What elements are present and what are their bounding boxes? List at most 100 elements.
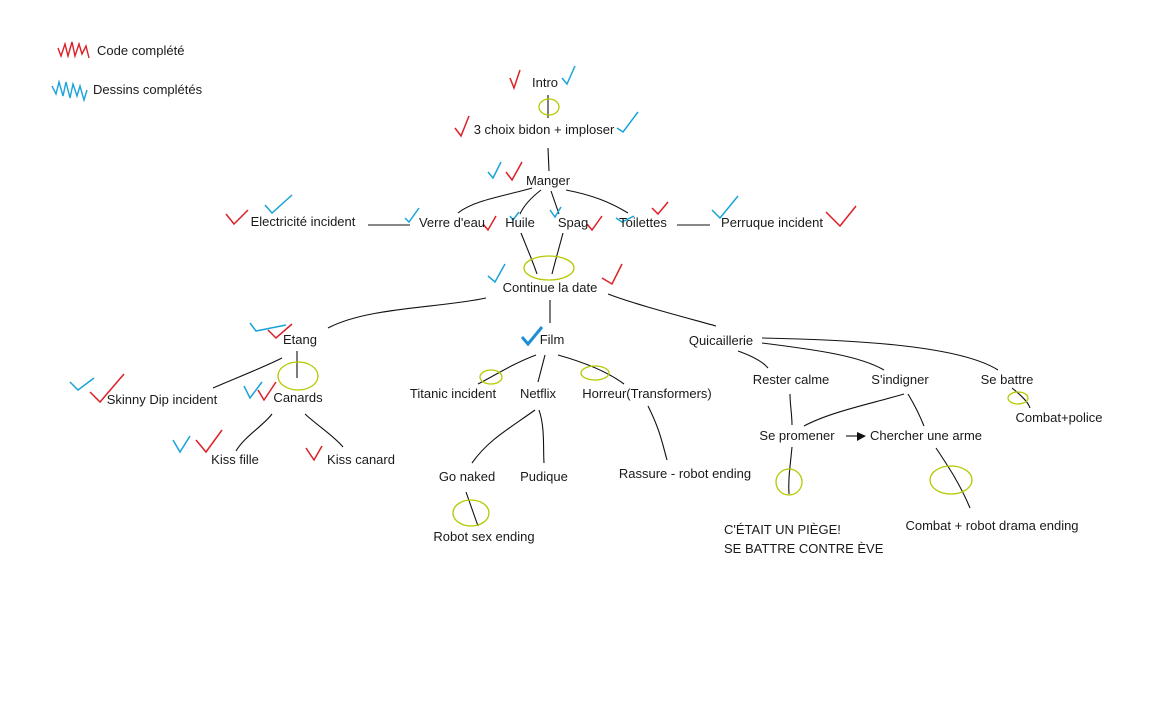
draw-check-etang [249, 322, 287, 332]
edge-indigner-promener [803, 393, 905, 427]
edge-quincaillerie-battre [761, 337, 999, 371]
node-choix: 3 choix bidon + imploser [473, 122, 615, 137]
edge-film-horreur [557, 354, 625, 385]
node-toilettes: Toilettes [619, 215, 667, 230]
code-check-perruque [825, 205, 857, 228]
node-electricite: Electricité incident [250, 214, 356, 229]
circle-continue [523, 255, 575, 281]
node-piege-line2: SE BATTRE CONTRE ÈVE [724, 541, 884, 556]
node-kiss-canard: Kiss canard [327, 452, 395, 467]
edge-film-netflix [537, 354, 546, 383]
edge-horreur-rassure [647, 405, 668, 461]
code-check-toilettes [651, 201, 669, 216]
node-kiss-fille: Kiss fille [211, 452, 259, 467]
edge-promener-piege [788, 446, 793, 495]
code-check-canards [257, 381, 277, 402]
edge-manger-verre [457, 187, 533, 214]
edge-huile-continue [520, 232, 538, 275]
draw-check-huile [509, 211, 520, 222]
node-netflix: Netflix [519, 386, 557, 401]
code-check-electricite [225, 209, 249, 226]
code-check-verre [482, 215, 497, 232]
node-chercher: Chercher une arme [870, 428, 982, 443]
code-check-kissfille [195, 429, 223, 454]
draw-check-intro [561, 65, 576, 86]
edge-choix-manger [547, 147, 550, 172]
draw-check-canards [243, 381, 263, 400]
node-combat-robot: Combat + robot drama ending [905, 518, 1079, 533]
node-se-battre: Se battre [980, 372, 1034, 387]
film-check-icon [520, 326, 544, 347]
draw-check-manger [487, 161, 502, 180]
circle-chercher [929, 465, 973, 495]
code-check-etang [267, 323, 293, 340]
legend-red-scribble [57, 41, 90, 59]
draw-check-perruque [711, 195, 739, 220]
circle-gonaked [452, 499, 490, 527]
node-film: Film [539, 332, 565, 347]
code-check-intro [509, 69, 521, 91]
node-promener: Se promener [759, 428, 835, 443]
code-check-continue [601, 263, 623, 286]
edge-netflix-pudique [538, 409, 545, 464]
node-piege-line1: C'ÉTAIT UN PIÈGE! [724, 522, 841, 537]
edge-etang-skinny [212, 357, 283, 389]
draw-check-electricite [264, 194, 293, 215]
code-check-kisscanard [305, 445, 323, 462]
edge-continue-quincaillerie [607, 293, 717, 327]
node-huile: Huile [505, 215, 535, 230]
node-horreur: Horreur(Transformers) [582, 386, 712, 401]
edge-rester-promener [789, 393, 793, 426]
node-manger: Manger [525, 173, 571, 188]
legend-drawings-label: Dessins complétés [93, 82, 203, 97]
circle-titanic [479, 369, 503, 385]
edge-indigner-chercher [907, 393, 925, 427]
edge-manger-toilettes [565, 189, 629, 214]
node-robot-sex: Robot sex ending [433, 529, 535, 544]
edge-canards-kisscanard [304, 413, 344, 448]
node-rester: Rester calme [752, 372, 830, 387]
edge-manger-huile [519, 189, 542, 215]
node-verre: Verre d'eau [418, 215, 486, 230]
code-check-skinny [89, 373, 125, 404]
node-sindigner: S'indigner [871, 372, 929, 387]
edge-canards-kissfille [235, 413, 273, 452]
node-continue: Continue la date [502, 280, 598, 295]
code-check-spag [586, 215, 603, 232]
edge-quincaillerie-indigner [761, 342, 885, 371]
node-canards: Canards [273, 390, 323, 405]
node-skinny: Skinny Dip incident [106, 392, 218, 407]
edge-spag-continue [551, 232, 564, 275]
circle-promener [775, 468, 803, 496]
draw-check-spag [549, 206, 562, 219]
node-etang: Etang [283, 332, 317, 347]
edge-manger-spag [550, 190, 560, 215]
node-perruque: Perruque incident [721, 215, 823, 230]
draw-check-continue [487, 263, 506, 284]
edge-gonaked-robotsex [465, 491, 479, 527]
node-spag: Spag [557, 215, 589, 230]
node-pudique: Pudique [520, 469, 568, 484]
code-check-manger [505, 161, 523, 182]
draw-check-kissfille [172, 435, 191, 454]
draw-check-verre [404, 207, 420, 224]
arrowhead [857, 432, 866, 441]
node-go-naked: Go naked [438, 469, 496, 484]
legend-blue-scribble [51, 79, 88, 103]
circle-canards [277, 361, 319, 391]
code-check-choix [454, 115, 470, 138]
node-intro: Intro [531, 75, 559, 90]
draw-check-choix [616, 111, 639, 134]
edge-quincaillerie-rester [737, 350, 769, 369]
circle-battre [1007, 391, 1029, 405]
node-titanic: Titanic incident [409, 386, 497, 401]
node-rassure: Rassure - robot ending [618, 466, 752, 481]
edge-chercher-combat [935, 447, 971, 509]
node-quincaillerie: Quicaillerie [688, 333, 754, 348]
circle-horreur [580, 365, 610, 381]
edge-netflix-gonaked [471, 409, 536, 464]
edge-continue-etang [327, 297, 487, 329]
node-combat-police: Combat+police [1015, 410, 1103, 425]
circle-intro [538, 98, 560, 116]
